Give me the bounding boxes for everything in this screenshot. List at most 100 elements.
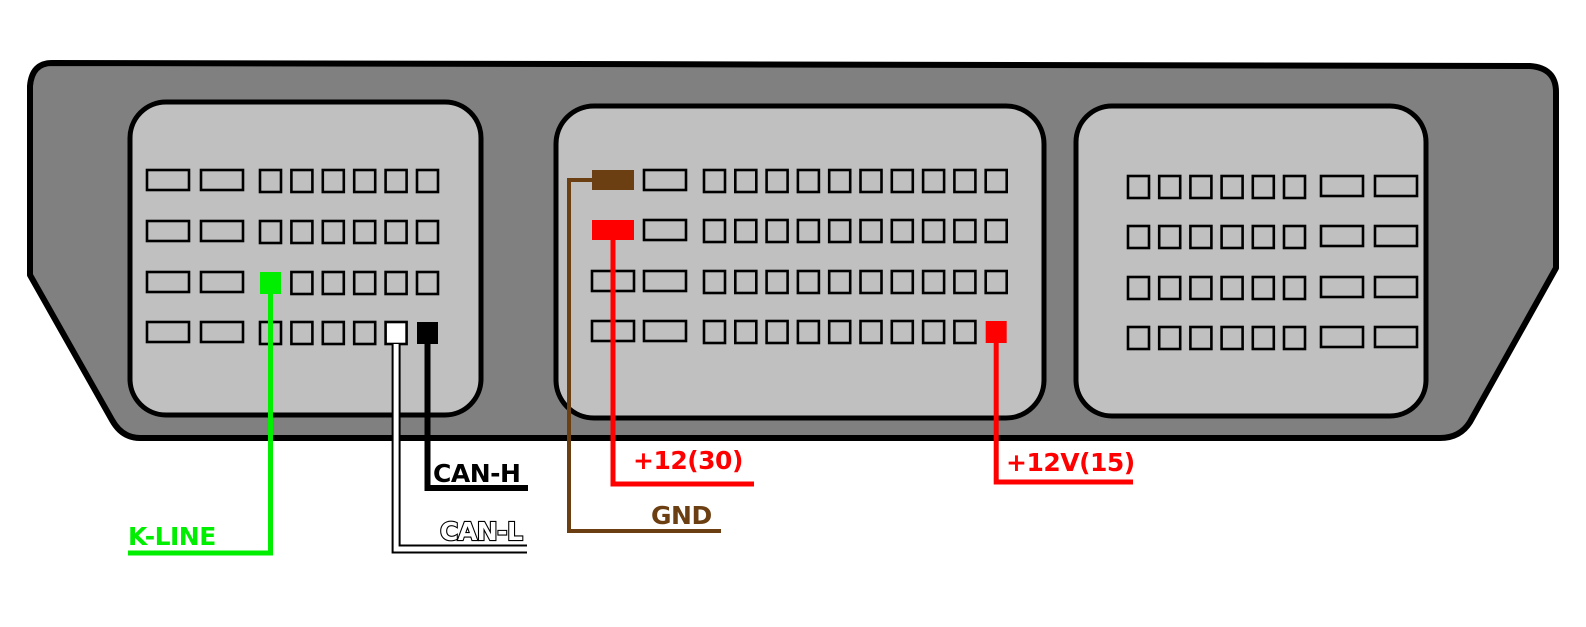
plus12-30-label: +12(30) <box>633 446 743 475</box>
square-pin <box>1189 275 1213 301</box>
square-pin <box>352 320 377 346</box>
square-pin <box>1220 275 1244 301</box>
pin-can-h <box>417 322 438 344</box>
k-line-label: K-LINE <box>128 522 216 551</box>
wide-pin <box>145 320 191 344</box>
square-pin <box>702 168 727 194</box>
pin-plus12v-15 <box>985 321 1007 343</box>
square-pin <box>290 320 314 346</box>
square-pin <box>859 168 883 194</box>
pin-gnd <box>592 170 634 190</box>
wide-pin <box>642 168 688 192</box>
wide-pin <box>1373 174 1419 198</box>
gnd-label: GND <box>651 501 712 530</box>
square-pin <box>859 319 883 345</box>
square-pin <box>352 168 377 194</box>
square-pin <box>702 218 727 244</box>
plus12-30-wire <box>610 240 754 487</box>
wide-pin <box>1319 275 1365 299</box>
square-pin <box>1157 174 1182 200</box>
square-pin <box>733 269 758 295</box>
wires-layer <box>128 178 1133 556</box>
square-pin <box>765 168 789 194</box>
square-pin <box>1189 174 1213 200</box>
square-pin <box>1251 174 1276 200</box>
square-pin <box>290 168 314 194</box>
square-pin <box>384 270 408 296</box>
square-pin <box>796 218 821 244</box>
square-pin <box>733 168 758 194</box>
square-pin <box>921 218 946 244</box>
can-l-wire <box>393 344 527 552</box>
wide-pin <box>1373 325 1419 349</box>
square-pin <box>321 219 346 245</box>
square-pin <box>1282 174 1307 200</box>
square-pin <box>415 270 440 296</box>
wide-pin <box>145 219 191 243</box>
can-h-wire <box>424 344 528 491</box>
square-pin <box>321 320 346 346</box>
square-pin <box>953 168 977 194</box>
square-pin <box>921 319 946 345</box>
square-pin <box>1282 224 1307 250</box>
square-pin <box>702 319 727 345</box>
square-pin <box>1220 174 1244 200</box>
square-pin <box>384 168 408 194</box>
wide-pin <box>145 270 191 294</box>
square-pin <box>890 269 915 295</box>
pin-k-line <box>260 272 281 294</box>
square-pin <box>1282 275 1307 301</box>
square-pin <box>827 269 852 295</box>
wide-pin <box>1319 325 1365 349</box>
square-pin <box>1220 325 1244 351</box>
gnd-wire <box>567 178 721 533</box>
wide-pin <box>145 168 191 192</box>
square-pin <box>796 168 821 194</box>
pin-can-l <box>384 320 408 346</box>
square-pin <box>953 218 977 244</box>
wide-pin <box>1319 174 1365 198</box>
square-pin <box>827 168 852 194</box>
square-pin <box>1157 275 1182 301</box>
wide-pin <box>199 168 245 192</box>
square-pin <box>1157 224 1182 250</box>
square-pin <box>953 319 977 345</box>
square-pin <box>1126 325 1151 351</box>
wide-pin <box>199 270 245 294</box>
square-pin <box>984 269 1009 295</box>
square-pin <box>1282 325 1307 351</box>
square-pin <box>321 270 346 296</box>
pins-layer <box>145 168 1419 351</box>
square-pin <box>1189 325 1213 351</box>
plus12v-15-wire <box>993 343 1133 485</box>
square-pin <box>765 218 789 244</box>
square-pin <box>921 269 946 295</box>
square-pin <box>733 319 758 345</box>
wide-pin <box>199 320 245 344</box>
square-pin <box>765 319 789 345</box>
square-pin <box>258 219 283 245</box>
square-pin <box>321 168 346 194</box>
can-l-label: CAN-L <box>440 517 523 546</box>
square-pin <box>1251 325 1276 351</box>
wide-pin <box>1373 224 1419 248</box>
square-pin <box>1251 224 1276 250</box>
plus12v-15-label: +12V(15) <box>1006 448 1135 477</box>
square-pin <box>1189 224 1213 250</box>
square-pin <box>352 270 377 296</box>
square-pin <box>890 168 915 194</box>
square-pin <box>827 218 852 244</box>
square-pin <box>415 168 440 194</box>
square-pin <box>765 269 789 295</box>
wide-pin <box>1319 224 1365 248</box>
square-pin <box>1251 275 1276 301</box>
square-pin <box>702 269 727 295</box>
square-pin <box>796 319 821 345</box>
right-pin-block <box>1073 103 1429 419</box>
k-line-wire <box>128 294 273 556</box>
square-pin <box>290 219 314 245</box>
square-pin <box>1220 224 1244 250</box>
wide-pin <box>642 218 688 242</box>
square-pin <box>984 168 1009 194</box>
